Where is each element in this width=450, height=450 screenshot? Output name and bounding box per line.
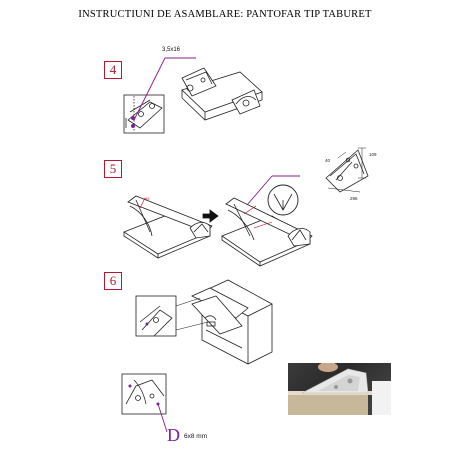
bracket-detail bbox=[325, 147, 369, 193]
step-number-6: 6 bbox=[104, 272, 122, 290]
dimension-height: 109 bbox=[369, 152, 377, 157]
hardware-size-label: 6x8 mm bbox=[184, 433, 208, 440]
page-title: INSTRUCTIUNI DE ASAMBLARE: PANTOFAR TIP … bbox=[78, 9, 372, 20]
step5-drawing-left bbox=[123, 195, 213, 259]
screw-size-label: 3,5x16 bbox=[162, 47, 181, 53]
dimension-width: 296 bbox=[350, 196, 358, 201]
step6-cabinet bbox=[191, 279, 273, 365]
step-number-4: 4 bbox=[104, 61, 122, 79]
hinge-photo bbox=[288, 363, 391, 415]
red-label-a: 69 bbox=[145, 196, 150, 201]
step4-drawing bbox=[123, 67, 263, 134]
dimension-small: 40 bbox=[325, 158, 331, 163]
arrow-right-icon bbox=[202, 209, 219, 223]
hardware-letter: D bbox=[167, 425, 180, 445]
step5-drawing-right bbox=[221, 197, 313, 267]
step-number-5: 5 bbox=[104, 160, 122, 178]
